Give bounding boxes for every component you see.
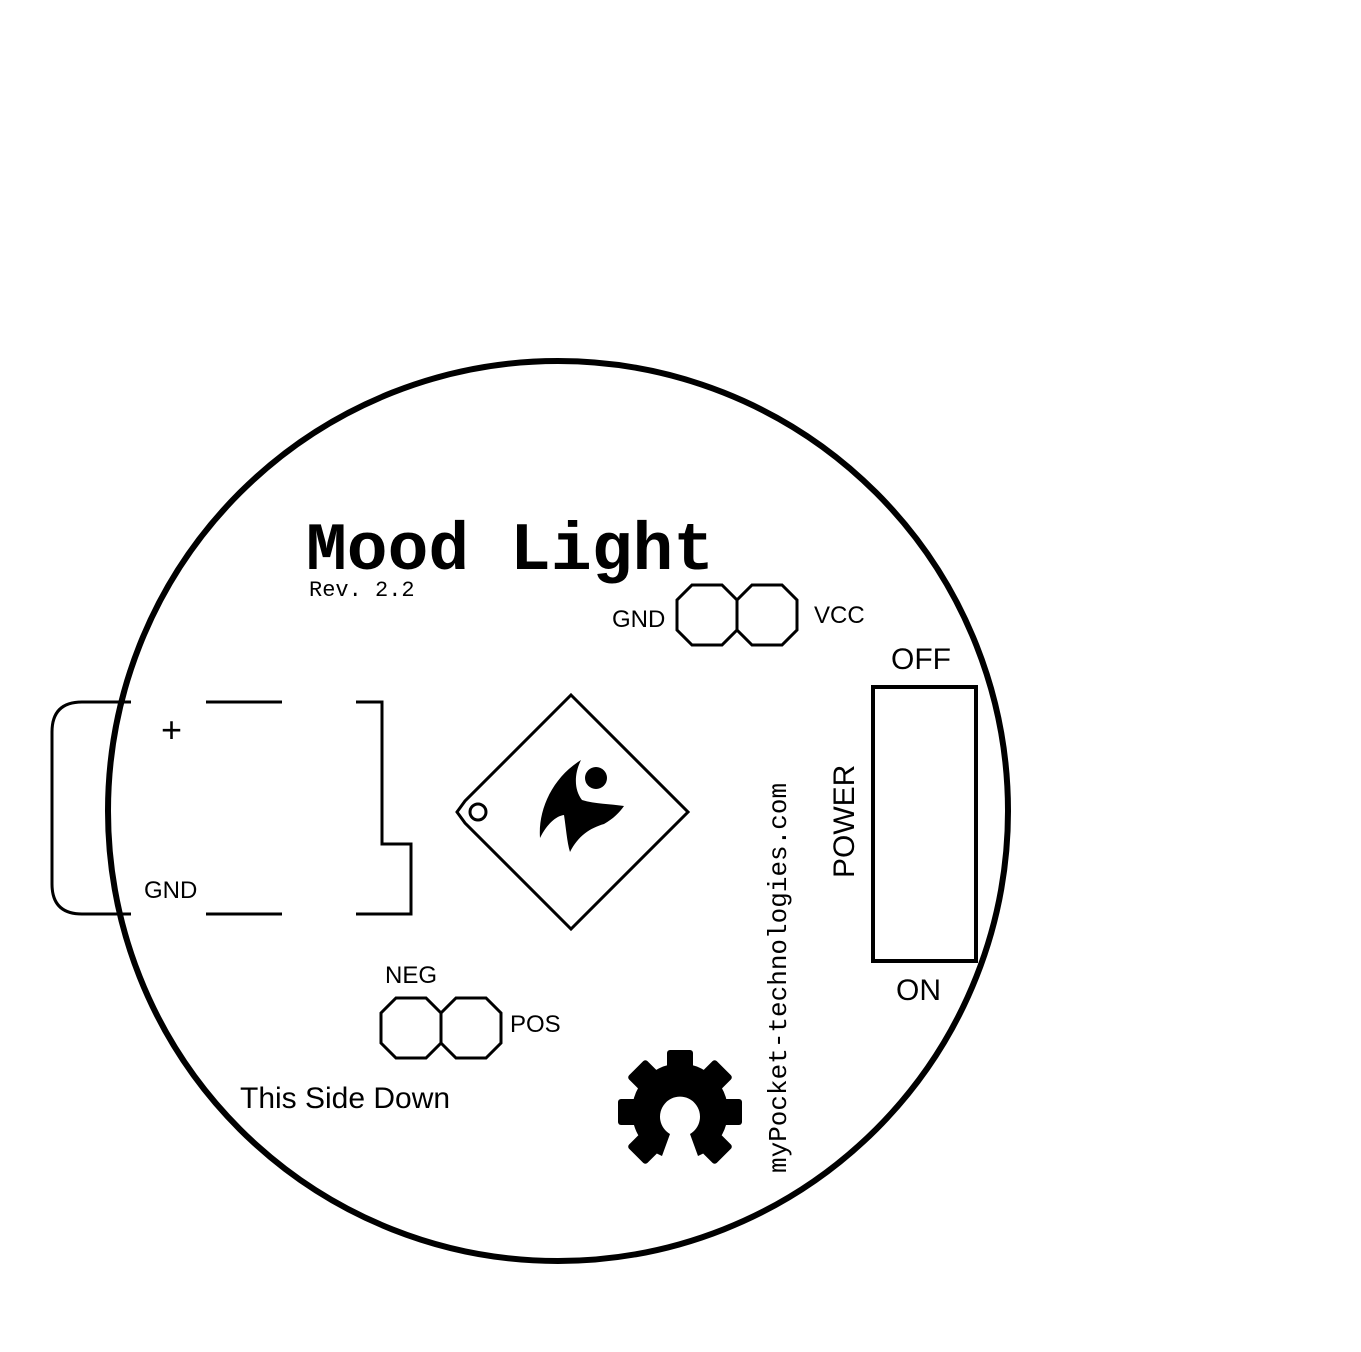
power-header-pos-label: POS xyxy=(510,1011,561,1038)
power-header-pad-1 xyxy=(379,996,443,1060)
open-hardware-gear-icon xyxy=(618,1050,742,1164)
battery-right-outline xyxy=(356,700,413,916)
battery-plus-label: + xyxy=(161,709,182,750)
power-header-neg-label: NEG xyxy=(385,962,437,989)
power-switch-off-label: OFF xyxy=(891,643,951,676)
vcc-header-pad-1 xyxy=(675,583,739,647)
orientation-note: This Side Down xyxy=(240,1082,450,1115)
chip-pin1-marker xyxy=(468,802,488,822)
vcc-header-gnd-label: GND xyxy=(612,606,665,633)
battery-holder xyxy=(50,700,413,916)
battery-clip-outline xyxy=(50,700,131,916)
vcc-header-vcc-label: VCC xyxy=(814,602,865,629)
chip-outline xyxy=(455,692,691,932)
vcc-header-pad-2 xyxy=(735,583,799,647)
website-label: myPocket-technologies.com xyxy=(764,783,794,1173)
vcc-header xyxy=(675,583,799,647)
led-driver-chip xyxy=(455,692,691,932)
power-switch-on-label: ON xyxy=(896,974,941,1007)
power-switch-outline xyxy=(871,685,978,963)
power-switch-title: POWER xyxy=(828,765,861,878)
power-header xyxy=(379,996,503,1060)
mypocket-figure-logo-icon xyxy=(539,760,624,852)
board-revision: Rev. 2.2 xyxy=(309,578,415,603)
power-header-pad-2 xyxy=(439,996,503,1060)
board-title: Mood Light xyxy=(306,513,714,590)
board-outline xyxy=(105,358,1011,1264)
battery-gnd-label: GND xyxy=(144,877,197,904)
